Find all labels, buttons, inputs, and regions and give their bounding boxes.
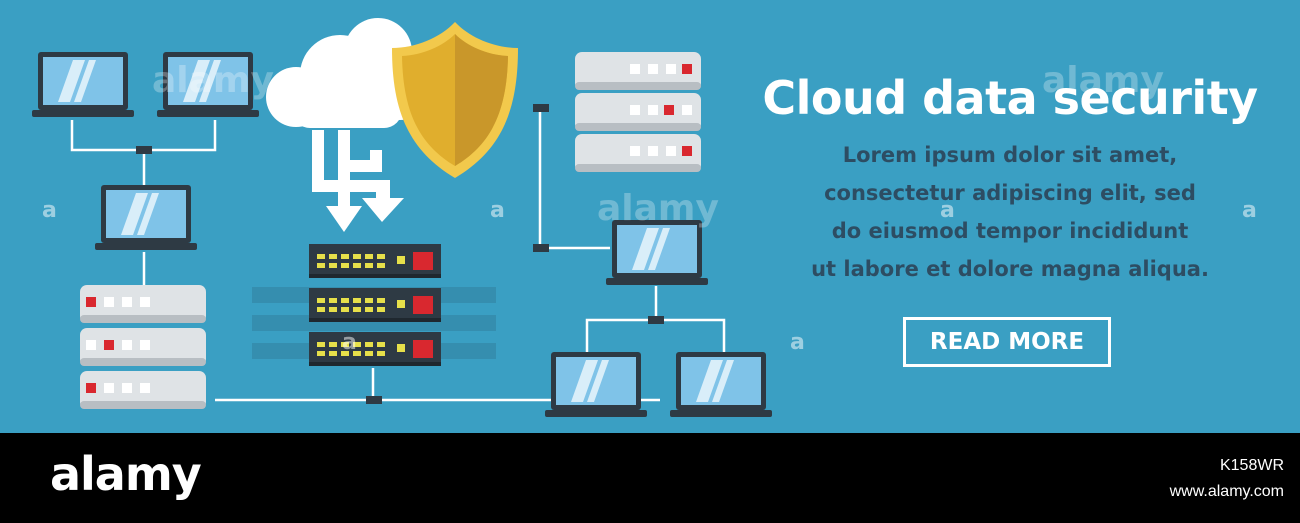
footer-bar: alamy K158WR www.alamy.com bbox=[0, 433, 1300, 523]
body-line: do eiusmod tempor incididunt bbox=[831, 219, 1189, 243]
rack-server-icon bbox=[309, 244, 441, 366]
laptop-icon bbox=[95, 185, 197, 250]
image-id: K158WR bbox=[1219, 457, 1284, 474]
alamy-logo: alamy bbox=[50, 447, 202, 501]
laptop-icon bbox=[545, 352, 647, 417]
body-line: consectetur adipiscing elit, sed bbox=[824, 181, 1196, 205]
line-connectors bbox=[136, 104, 664, 404]
body-line: ut labore et dolore magna aliqua. bbox=[811, 257, 1209, 281]
body-line: Lorem ipsum dolor sit amet, bbox=[842, 143, 1178, 167]
laptop-icon bbox=[157, 52, 259, 117]
read-more-button[interactable]: READ MORE bbox=[903, 317, 1111, 367]
site-url: www.alamy.com bbox=[1169, 483, 1284, 500]
arrow-down-icon bbox=[312, 130, 404, 232]
banner-title: Cloud data security bbox=[762, 71, 1258, 125]
shield-icon bbox=[392, 22, 518, 178]
banner: alamy alamy alamy a a a a a a Cloud data… bbox=[0, 0, 1300, 433]
banner-body: Lorem ipsum dolor sit amet, consectetur … bbox=[740, 136, 1280, 288]
laptop-icon bbox=[670, 352, 772, 417]
server-icon bbox=[575, 52, 701, 172]
laptop-icon bbox=[32, 52, 134, 117]
server-icon bbox=[80, 285, 206, 409]
laptop-icon bbox=[606, 220, 708, 285]
network-illustration bbox=[32, 18, 772, 417]
banner-text: Cloud data security Lorem ipsum dolor si… bbox=[740, 68, 1280, 288]
watermark-letter: a bbox=[790, 330, 805, 355]
